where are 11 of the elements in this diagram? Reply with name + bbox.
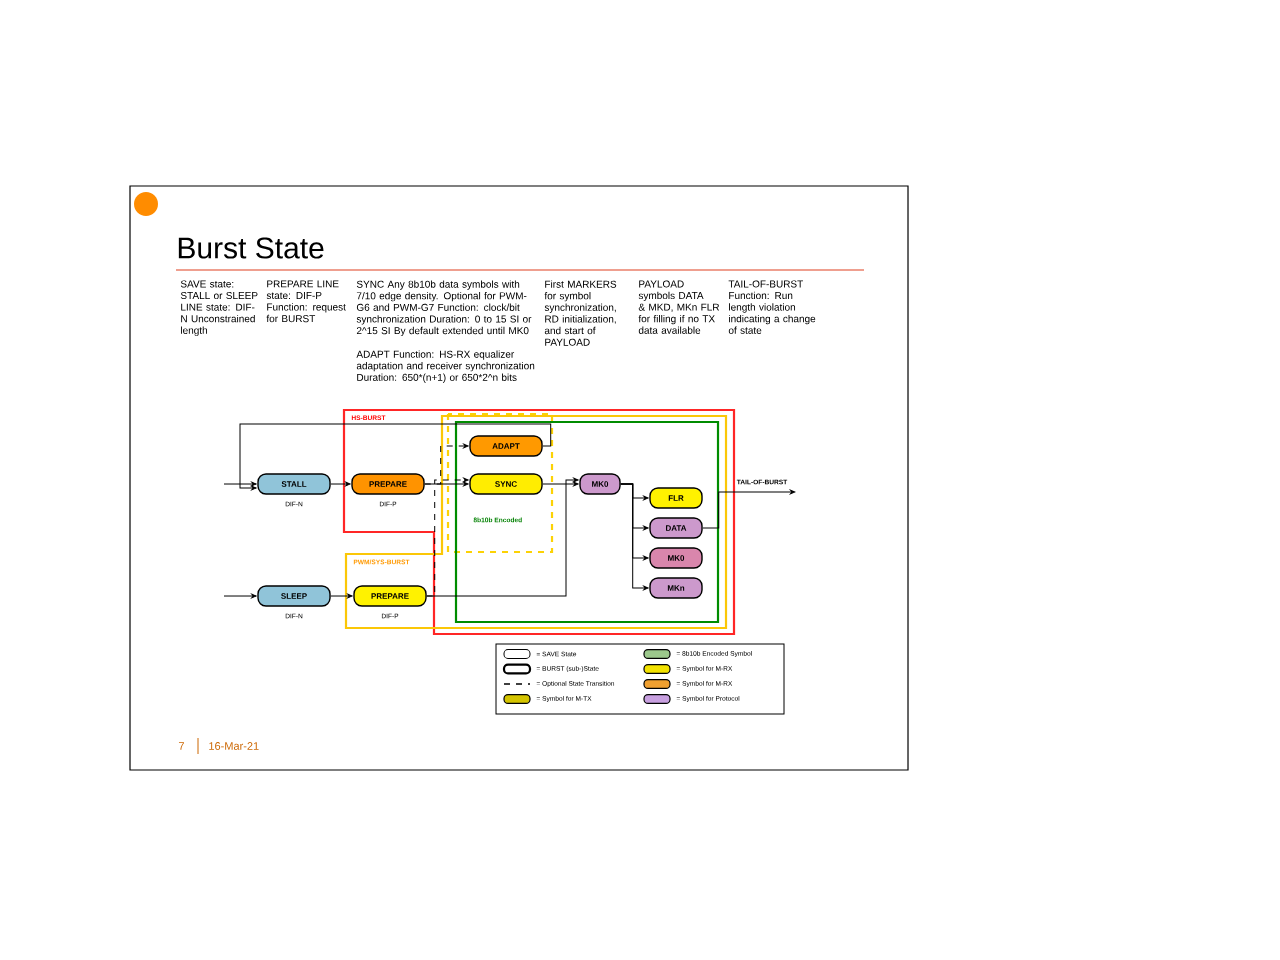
arrow	[702, 489, 796, 529]
arrow	[223, 481, 257, 487]
slide-title: Burst State	[178, 237, 324, 259]
arrow	[330, 593, 353, 599]
arrow	[620, 483, 649, 591]
arrow	[542, 481, 579, 487]
arrow	[223, 593, 257, 599]
arrow	[330, 481, 351, 487]
arrow	[239, 423, 552, 491]
arrow	[426, 477, 579, 597]
arrow	[424, 443, 469, 485]
